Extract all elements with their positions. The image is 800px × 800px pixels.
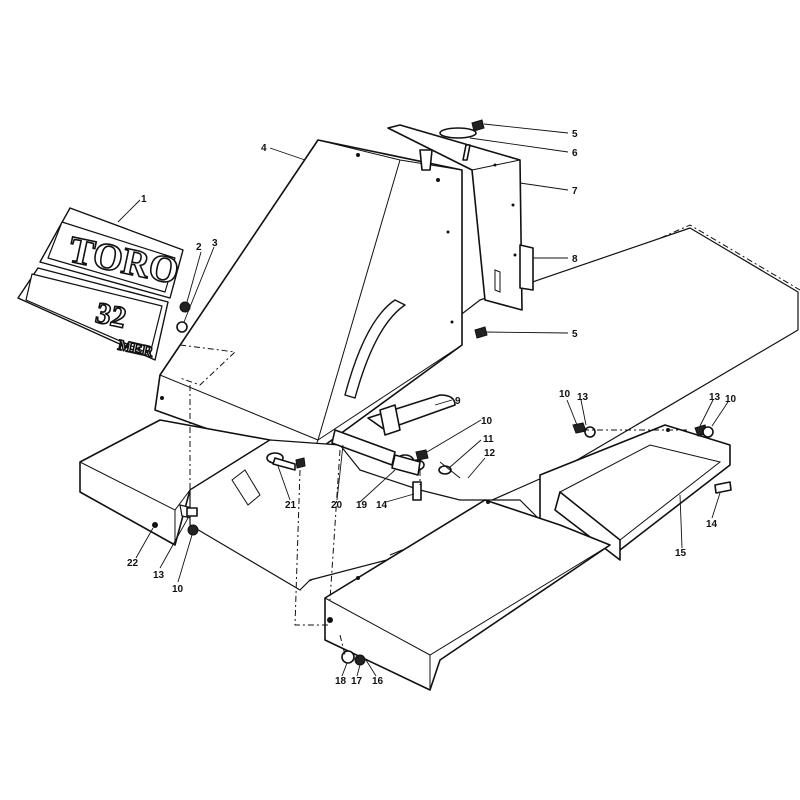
callout-10-center: 10 — [481, 416, 493, 427]
toro-decal: TORO 32 MER — [17, 207, 184, 361]
callout-3: 3 — [212, 238, 218, 249]
callout-1: 1 — [141, 194, 147, 205]
callout-5-mid: 5 — [572, 329, 578, 340]
callout-labels: 1 2 3 4 5 6 7 8 5 9 10 11 12 10 13 13 10… — [127, 129, 737, 687]
callout-22: 22 — [127, 558, 139, 569]
front-right-shield — [324, 499, 611, 691]
chute-deflector — [387, 124, 534, 311]
callout-8: 8 — [572, 254, 578, 265]
decal-model-number: 32 — [93, 296, 129, 335]
callout-14-right: 14 — [706, 519, 718, 530]
callout-10-right-a: 10 — [559, 389, 571, 400]
chute-lever-assembly — [331, 394, 461, 501]
callout-7: 7 — [572, 186, 578, 197]
callout-20: 20 — [331, 500, 343, 511]
callout-12: 12 — [484, 448, 496, 459]
callout-10-right-b: 10 — [725, 394, 737, 405]
callout-9: 9 — [455, 396, 461, 407]
callout-13-right-a: 13 — [577, 392, 589, 403]
callout-14-center: 14 — [376, 500, 388, 511]
callout-15: 15 — [675, 548, 687, 559]
carriage-bolt — [266, 452, 306, 471]
callout-5-top: 5 — [572, 129, 578, 140]
callout-18: 18 — [335, 676, 347, 687]
leader-lines — [117, 123, 729, 677]
callout-13-right-b: 13 — [709, 392, 721, 403]
assembly-lines — [189, 385, 690, 656]
callout-10-left: 10 — [172, 584, 184, 595]
chute-housing — [154, 139, 463, 466]
callout-16: 16 — [372, 676, 384, 687]
callout-21: 21 — [285, 500, 297, 511]
callout-4: 4 — [261, 143, 267, 154]
callout-6: 6 — [572, 148, 578, 159]
callout-19: 19 — [356, 500, 368, 511]
fasteners-left — [186, 507, 199, 536]
fasteners-top — [176, 119, 488, 339]
callout-13-left: 13 — [153, 570, 165, 581]
callout-17: 17 — [351, 676, 363, 687]
callout-2: 2 — [196, 242, 202, 253]
callout-11: 11 — [483, 434, 494, 445]
